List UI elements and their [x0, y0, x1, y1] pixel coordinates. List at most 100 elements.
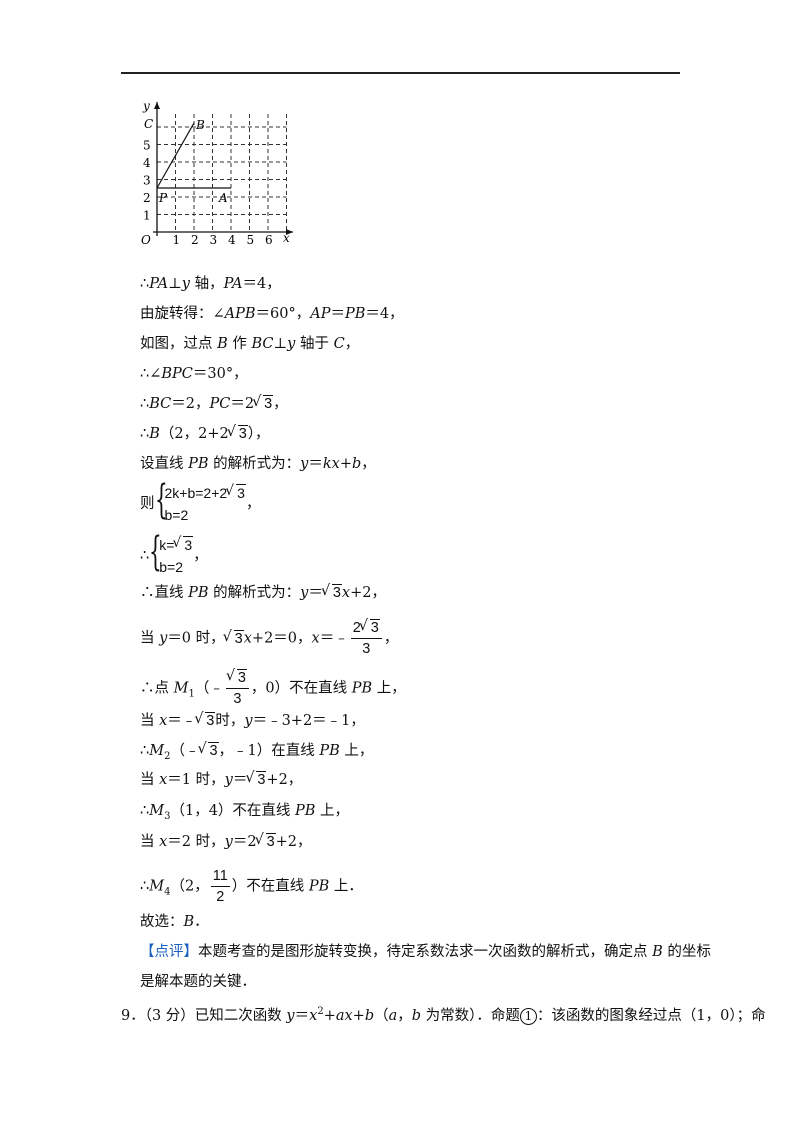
line-4: ∴∠BPC＝30°， [140, 364, 248, 384]
t: 当 [140, 713, 160, 729]
t: y [159, 630, 168, 647]
equation-2: b=2 [159, 559, 183, 575]
t: k= [159, 537, 175, 553]
sqrt-symbol: 3 [226, 666, 247, 688]
circled-number: 1 [519, 1007, 537, 1025]
line-10: ∴直线 PB 的解析式为：y＝3x+2， [140, 581, 386, 603]
t: ． [194, 914, 209, 930]
t: ax [335, 1007, 353, 1024]
line-12: ∴点 M1（﹣33，0）不在直线 PB 上， [140, 666, 406, 709]
t: ∴ [140, 548, 150, 564]
radicand: 3 [256, 771, 267, 788]
t: 设直线 [140, 456, 189, 472]
t: 则 [140, 496, 155, 512]
t: y [286, 1007, 295, 1024]
line-20-comment: 【点评】本题考查的是图形旋转变换，待定系数法求一次函数的解析式，确定点 B 的坐… [140, 942, 711, 962]
t: ＝﹣ [167, 713, 197, 729]
line-8-system: 则{2k+b=2+23b=2， [140, 478, 260, 526]
t: BC [251, 336, 274, 352]
t: ∴点 [140, 680, 174, 697]
t: B [652, 944, 663, 960]
t: APB [224, 306, 256, 322]
t: PB [319, 743, 340, 759]
t: ， [383, 630, 399, 647]
x-tick-label: 6 [265, 233, 273, 247]
t: ， [273, 396, 288, 412]
comment-tag: 【点评】 [140, 944, 198, 960]
sqrt-symbol: 3 [227, 422, 248, 444]
t: y [181, 276, 190, 292]
line-6: ∴B（2，2+23）， [140, 422, 270, 444]
t: 时， [215, 713, 245, 729]
line-2: 由旋转得：∠APB＝60°，AP＝PB＝4， [140, 304, 404, 324]
t: y [287, 336, 296, 352]
t: ， [344, 336, 360, 352]
t: （ [374, 1007, 389, 1024]
t: AP [310, 306, 331, 322]
t: ＝4， [365, 306, 404, 322]
t: + [352, 1007, 365, 1024]
t: ＝ [294, 1007, 310, 1024]
equation-1: 2k+b=2+23 [165, 480, 246, 504]
t: PA [223, 276, 243, 292]
t: 当 [140, 834, 160, 850]
line-16: ∴M3（1，4）不在直线 PB 上， [140, 801, 349, 827]
t: ＝ [330, 306, 345, 322]
radicand: 3 [236, 484, 246, 501]
t: 当 [140, 630, 160, 647]
segment-pb [156, 122, 195, 189]
t: x [243, 630, 252, 647]
t: b [364, 1007, 375, 1024]
t: M [149, 743, 165, 759]
x-tick-label: 2 [191, 233, 199, 247]
radicand: 3 [205, 712, 216, 729]
t: M [149, 878, 165, 895]
t: ，0）不在直线 [250, 680, 352, 697]
t: ＝2， [171, 396, 210, 412]
t: ∴ [140, 878, 150, 895]
t: 的解析式为： [208, 585, 301, 601]
x-tick-label: 5 [247, 233, 255, 247]
t: 上， [372, 680, 406, 697]
t: 本题考查的是图形旋转变换，待定系数法求一次函数的解析式，确定点 [198, 944, 653, 960]
radicand: 3 [237, 425, 248, 442]
line-13: 当 x＝﹣3时，y＝﹣3+2＝﹣1， [140, 709, 365, 731]
t: ，﹣1）在直线 [218, 743, 320, 759]
numerator: 23 [350, 616, 382, 639]
radicand: 3 [369, 619, 380, 636]
brace: { [149, 529, 162, 575]
t: +2， [266, 772, 303, 788]
t: y [224, 834, 233, 850]
origin-label: O [141, 233, 151, 247]
t: BC [149, 396, 172, 412]
denominator: 3 [233, 691, 242, 707]
t: ）不在直线 [231, 878, 309, 895]
sqrt-symbol: 3 [359, 616, 380, 638]
t: ＝30°， [192, 366, 248, 382]
t: （2，2+2 [159, 426, 229, 442]
t: x [341, 585, 351, 601]
t: 如图，过点 [140, 336, 218, 352]
header-rule [121, 72, 680, 74]
t: （2， [170, 878, 209, 895]
radicand: 3 [236, 669, 247, 686]
t: ＝ [308, 456, 323, 472]
numerator: 3 [226, 666, 249, 689]
t: PB [188, 456, 209, 472]
t: （1，4）不在直线 [170, 803, 296, 819]
t: 的解析式为： [208, 456, 301, 472]
t: ＝0 时， [167, 630, 225, 647]
t: 上． [329, 878, 363, 895]
line-3: 如图，过点 B 作 BC⊥y 轴于 C， [140, 334, 359, 354]
t: ， [361, 456, 376, 472]
axis-label-y: y [142, 99, 150, 113]
t: x [159, 713, 168, 729]
t: y [300, 456, 309, 472]
line-7: 设直线 PB 的解析式为：y＝kx+b， [140, 454, 376, 474]
t: +2＝0， [251, 630, 312, 647]
t: 为常数）．命题 [421, 1007, 520, 1024]
t: PB [351, 680, 373, 697]
